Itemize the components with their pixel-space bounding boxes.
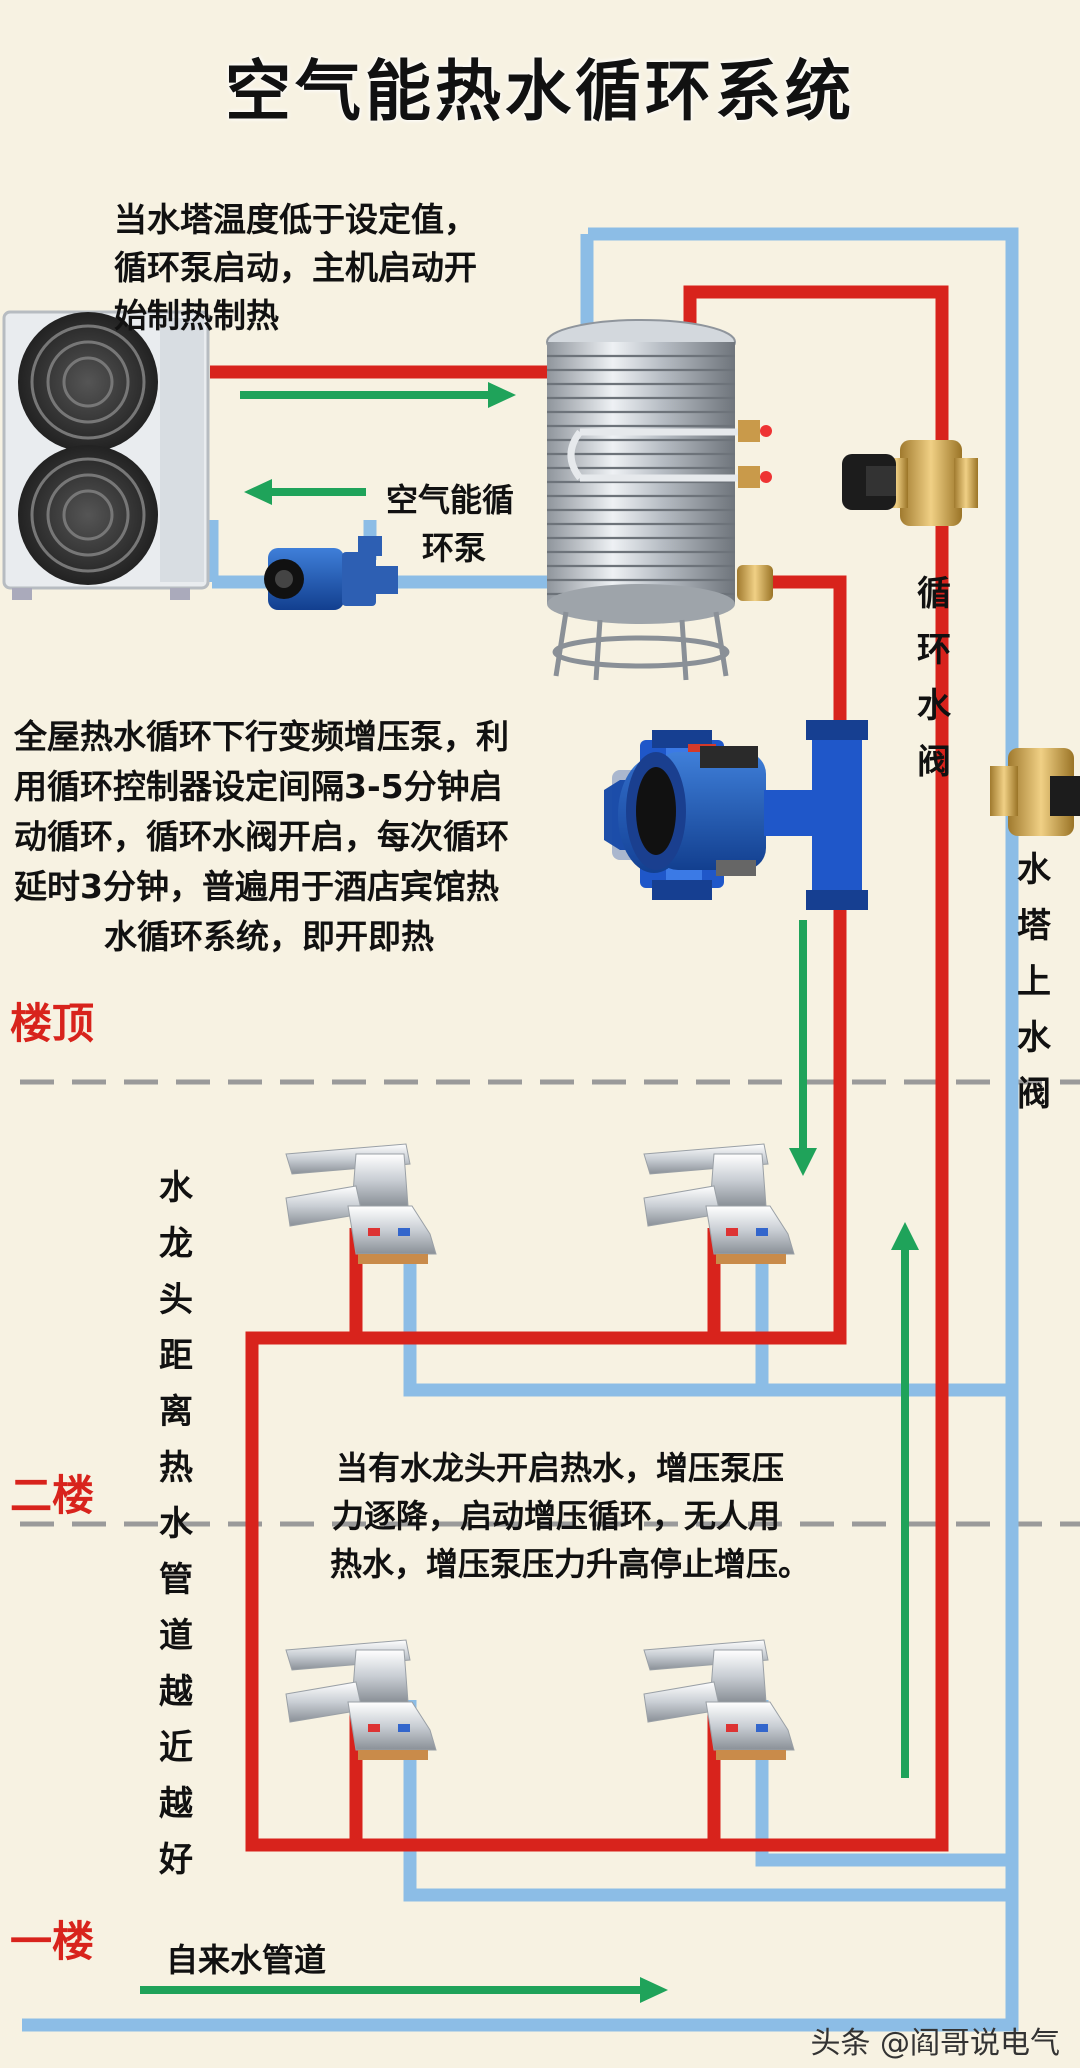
solenoid-valve-icon <box>842 440 978 526</box>
hot-water-pipes <box>210 285 949 1852</box>
floor-label-first: 一楼 <box>10 1917 95 1966</box>
flow-arrows <box>140 382 919 2003</box>
booster-pump-motor-icon <box>626 746 766 876</box>
floor-label-roof: 楼顶 <box>10 999 95 1048</box>
faucet-distance-label: 水龙头距离热水管道越近越好 <box>159 1168 193 1880</box>
circulation-pump-label: 空气能循 环泵 <box>386 476 514 572</box>
booster-note-line: 水循环系统，即开即热 <box>104 917 434 956</box>
circulation-pump-label-line: 环泵 <box>422 529 487 567</box>
pressure-note-line: 当有水龙头开启热水，增压泵压 <box>336 1449 785 1487</box>
tower-inlet-valve-label: 水塔上水阀 <box>1017 850 1051 1114</box>
booster-note-line: 延时3分钟，普遍用于酒店宾馆热 <box>14 867 499 906</box>
booster-note-line: 用循环控制器设定间隔3-5分钟启 <box>14 767 503 806</box>
pressure-note-line: 热水，增压泵压力升高停止增压。 <box>330 1545 811 1583</box>
faucet-icon <box>643 1143 795 1264</box>
circulation-valve-label: 循环水阀 <box>917 574 951 782</box>
floor-dividers <box>20 1079 1080 1527</box>
cold-water-pipes <box>22 227 1019 2032</box>
circulation-pump-icon <box>264 536 398 610</box>
pressure-note-line: 力逐降，启动增压循环，无人用 <box>332 1497 781 1535</box>
circulation-pump-label-line: 空气能循 <box>386 481 515 519</box>
tap-water-label: 自来水管道 <box>166 1941 327 1979</box>
faucet-icon <box>643 1639 795 1760</box>
heating-note-line: 循环泵启动，主机启动开 <box>114 248 477 287</box>
source-watermark: 头条 @阎哥说电气 <box>810 2026 1060 2061</box>
solenoid-valve-icon <box>990 748 1080 836</box>
heat-pump-unit-icon <box>2 310 210 600</box>
booster-pump-tee-icon <box>764 720 868 910</box>
floor-label-second: 二楼 <box>10 1471 95 1520</box>
heating-note-line: 始制热制热 <box>114 296 279 335</box>
diagram-title: 空气能热水循环系统 <box>225 53 855 130</box>
faucet-icon <box>285 1639 437 1760</box>
pressure-note: 当有水龙头开启热水，增压泵压 力逐降，启动增压循环，无人用 热水，增压泵压力升高… <box>330 1444 810 1588</box>
heating-note: 当水塔温度低于设定值， 循环泵启动，主机启动开 始制热制热 <box>114 196 477 340</box>
faucet-icon <box>285 1143 437 1264</box>
booster-note-line: 全屋热水循环下行变频增压泵，利 <box>14 717 509 756</box>
heating-note-line: 当水塔温度低于设定值， <box>114 200 477 239</box>
booster-note: 全屋热水循环下行变频增压泵，利 用循环控制器设定间隔3-5分钟启 动循环，循环水… <box>14 712 509 962</box>
water-tank-icon <box>546 319 773 681</box>
booster-note-line: 动循环，循环水阀开启，每次循环 <box>14 817 509 856</box>
